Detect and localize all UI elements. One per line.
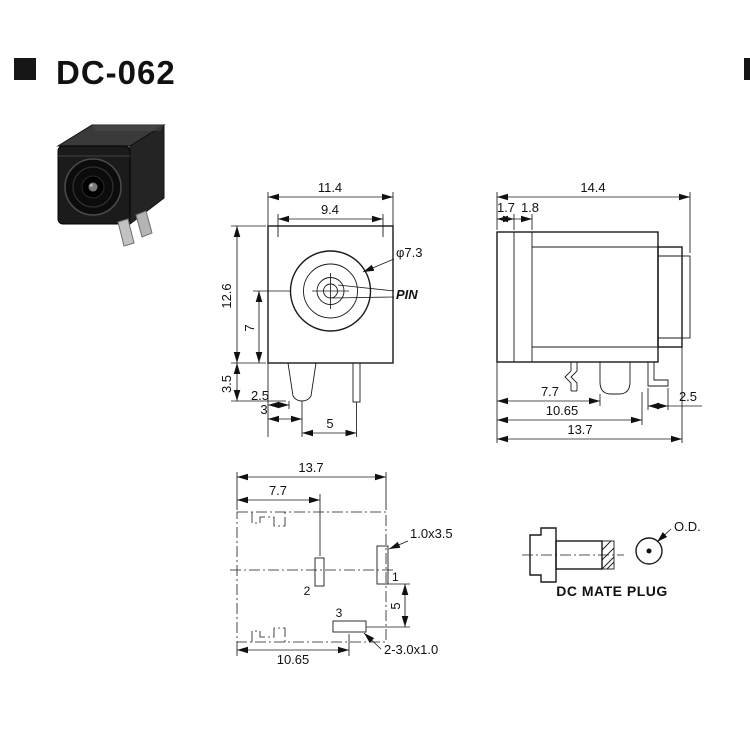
- right-edge-bullet-icon: [744, 58, 750, 80]
- dim-bottom-overall: 13.7: [236, 460, 387, 510]
- dim-side-overall-depth: 14.4: [496, 180, 691, 253]
- plug-handle: [529, 527, 557, 583]
- dim-front-center-height: 7: [242, 290, 290, 363]
- bottom-view: 13.7 7.7 1.0x3.5 1 2 3 5 2-3.0x1.0 10.: [230, 460, 453, 667]
- bent-pin: [564, 362, 572, 391]
- center-pin: [88, 182, 98, 192]
- callout-slot1-size: 1.0x3.5: [388, 526, 453, 550]
- edge-notch: [251, 627, 286, 642]
- dim-front-pin-pitch: 5: [301, 402, 357, 437]
- pad-slot-1: [376, 545, 389, 585]
- section-bullet-icon: [14, 58, 36, 80]
- pad-number-2: 2: [304, 584, 311, 598]
- side-view: 14.4 1.7 1.8 7.7 10.65 13.7: [496, 180, 702, 443]
- mate-plug: O.D. DC MATE PLUG: [522, 519, 701, 599]
- spring-contact-pin: [287, 362, 317, 402]
- dim-side-flanges: 1.7 1.8: [497, 200, 539, 230]
- solder-pin: [135, 210, 153, 238]
- slot-size-label: 2-3.0x1.0: [384, 642, 438, 657]
- page-title: DC-062: [56, 54, 176, 91]
- dim-side-terminal: 2.5: [647, 388, 702, 410]
- dim-label: 11.4: [318, 180, 342, 195]
- callout-pin: PIN: [331, 284, 418, 302]
- dim-label: 9.4: [321, 202, 339, 217]
- dim-front-pin-length: 3.5: [219, 363, 286, 402]
- hook-pin: [647, 362, 669, 387]
- barrel-bushing: [657, 246, 683, 348]
- front-view: 11.4 9.4 12.6 7 3.5 2.5: [219, 180, 423, 437]
- dim-label: 3: [260, 402, 267, 417]
- pad-slot-3: [332, 620, 367, 633]
- dim-label: 7: [242, 324, 257, 331]
- dim-front-pin-offset-b: 3: [260, 401, 303, 423]
- diameter-label: φ7.3: [396, 245, 423, 260]
- dim-front-overall-width: 11.4: [267, 180, 394, 226]
- callout-barrel-diameter: φ7.3: [362, 245, 423, 273]
- dim-label: 5: [326, 416, 333, 431]
- dim-side-pin-b: 10.65: [497, 392, 643, 425]
- dim-label: 2.5: [679, 389, 697, 404]
- spring-contact-pin: [599, 362, 631, 395]
- dim-front-inner-width: 9.4: [277, 202, 384, 226]
- dim-bottom-pad2-offset: 7.7: [237, 483, 321, 556]
- pin-label: PIN: [396, 287, 418, 302]
- pad-number-3: 3: [336, 606, 343, 620]
- dim-label: 13.7: [567, 422, 592, 437]
- dim-label: 13.7: [298, 460, 323, 475]
- dim-front-pin-offset-a: 2.5: [251, 363, 290, 437]
- dim-label: 10.65: [546, 403, 579, 418]
- barrel-recess-circle: [289, 250, 372, 332]
- dim-label: 12.6: [219, 283, 234, 308]
- dim-bottom-pad3-offset: 10.65: [236, 634, 350, 667]
- dim-label: 7.7: [269, 483, 287, 498]
- pad-slot-2: [314, 557, 325, 587]
- header: DC-062: [14, 54, 750, 91]
- dim-label: 14.4: [580, 180, 605, 195]
- od-circle: [635, 537, 663, 565]
- dim-label: 3.5: [219, 375, 234, 393]
- component-photo: [56, 124, 166, 247]
- front-body: [267, 225, 394, 403]
- dim-side-pin-a: 7.7: [496, 362, 601, 443]
- terminal-pin: [352, 362, 361, 403]
- dim-label: 1.8: [521, 200, 539, 215]
- dim-label: 7.7: [541, 384, 559, 399]
- callout-slot3-size: 2-3.0x1.0: [363, 632, 438, 657]
- dim-bottom-pad-pitch: 5: [366, 583, 410, 628]
- dim-label: 5: [388, 602, 403, 609]
- pad-number-1: 1: [392, 570, 399, 584]
- od-label: O.D.: [674, 519, 701, 534]
- edge-notch: [251, 512, 286, 527]
- dim-side-body-depth: 13.7: [497, 347, 683, 443]
- dim-label: 10.65: [277, 652, 310, 667]
- dim-label: 2.5: [251, 388, 269, 403]
- solder-pin: [117, 218, 135, 247]
- plug-caption: DC MATE PLUG: [556, 583, 668, 599]
- bottom-outline: [230, 511, 396, 643]
- slot-size-label: 1.0x3.5: [410, 526, 453, 541]
- dim-label: 1.7: [497, 200, 515, 215]
- side-body: [496, 231, 691, 395]
